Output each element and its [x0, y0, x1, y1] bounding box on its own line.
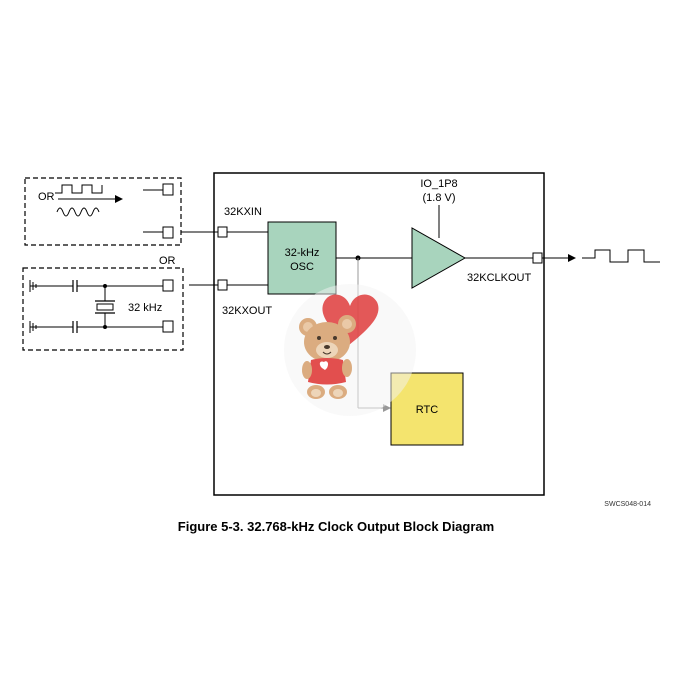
- clkout-pin-pad: [532, 252, 543, 264]
- figure-caption: Figure 5-3. 32.768-kHz Clock Output Bloc…: [178, 519, 494, 534]
- crystal-pad-top: [162, 279, 174, 292]
- or-label-crystal: OR: [159, 255, 176, 267]
- osc-label-line2: OSC: [290, 261, 314, 273]
- crystal-source-group: OR 32 kHz: [22, 255, 184, 351]
- supply-voltage-label: (1.8 V): [422, 192, 455, 204]
- external-clock-dashed-box: [24, 177, 182, 246]
- osc-block: [267, 221, 337, 295]
- source-pad-top: [162, 183, 174, 196]
- crystal-pad-bottom: [162, 320, 174, 333]
- osc-label-line1: 32-kHz: [285, 247, 320, 259]
- kxin-pin-pad: [217, 226, 228, 238]
- or-label-top: OR: [38, 191, 55, 203]
- crystal-frequency-label: 32 kHz: [128, 302, 162, 314]
- bear-shirt: [308, 358, 346, 385]
- pin-label-32kxout: 32KXOUT: [222, 305, 272, 317]
- pin-label-32kclkout: 32KCLKOUT: [467, 272, 531, 284]
- square-wave-icon: [55, 184, 103, 194]
- rtc-label: RTC: [416, 404, 438, 416]
- capacitor-icon-top: [72, 280, 78, 292]
- sticker-backdrop: [284, 284, 416, 416]
- output-buffer-triangle: [411, 227, 467, 289]
- crystal-icon: [95, 300, 115, 314]
- external-clock-source-group: OR: [24, 177, 182, 246]
- kxout-pin-pad: [217, 279, 228, 291]
- supply-name-label: IO_1P8: [420, 178, 457, 190]
- crystal-dashed-box: [22, 267, 184, 351]
- capacitor-icon-bottom: [72, 321, 78, 333]
- chip-boundary: [213, 172, 545, 496]
- output-square-wave-icon: [582, 249, 660, 263]
- sine-wave-icon: [56, 207, 100, 217]
- pin-label-32kxin: 32KXIN: [224, 206, 262, 218]
- source-pad-bottom: [162, 226, 174, 239]
- document-code: SWCS048-014: [604, 501, 651, 508]
- teddy-bear-sticker: [284, 284, 416, 416]
